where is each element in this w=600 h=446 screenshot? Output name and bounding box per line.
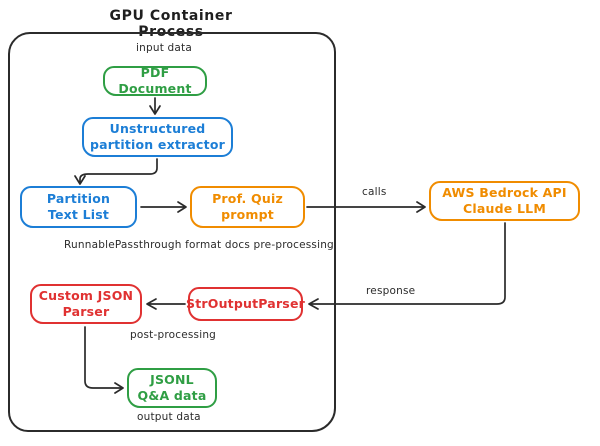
label-post-processing: post-processing: [130, 329, 217, 341]
label-response: response: [366, 285, 416, 297]
label-calls: calls: [362, 186, 387, 198]
node-pdf-document: PDF Document: [103, 65, 207, 96]
label-output-data: output data: [137, 411, 201, 423]
node-str-output-parser: StrOutputParser: [186, 287, 305, 321]
node-aws-bedrock-api-claude-llm: AWS Bedrock API Claude LLM: [429, 181, 580, 221]
node-unstructured-partition-extractor: Unstructured partition extractor: [82, 117, 233, 157]
node-partition-text-list: Partition Text List: [20, 186, 137, 228]
node-custom-json-parser: Custom JSON Parser: [30, 284, 142, 324]
node-jsonl-qa-data: JSONL Q&A data: [127, 368, 217, 408]
label-pre-processing: RunnablePassthrough format docs pre-proc…: [64, 239, 334, 251]
node-prof-quiz-prompt: Prof. Quiz prompt: [190, 186, 305, 228]
label-input-data: input data: [136, 42, 192, 54]
